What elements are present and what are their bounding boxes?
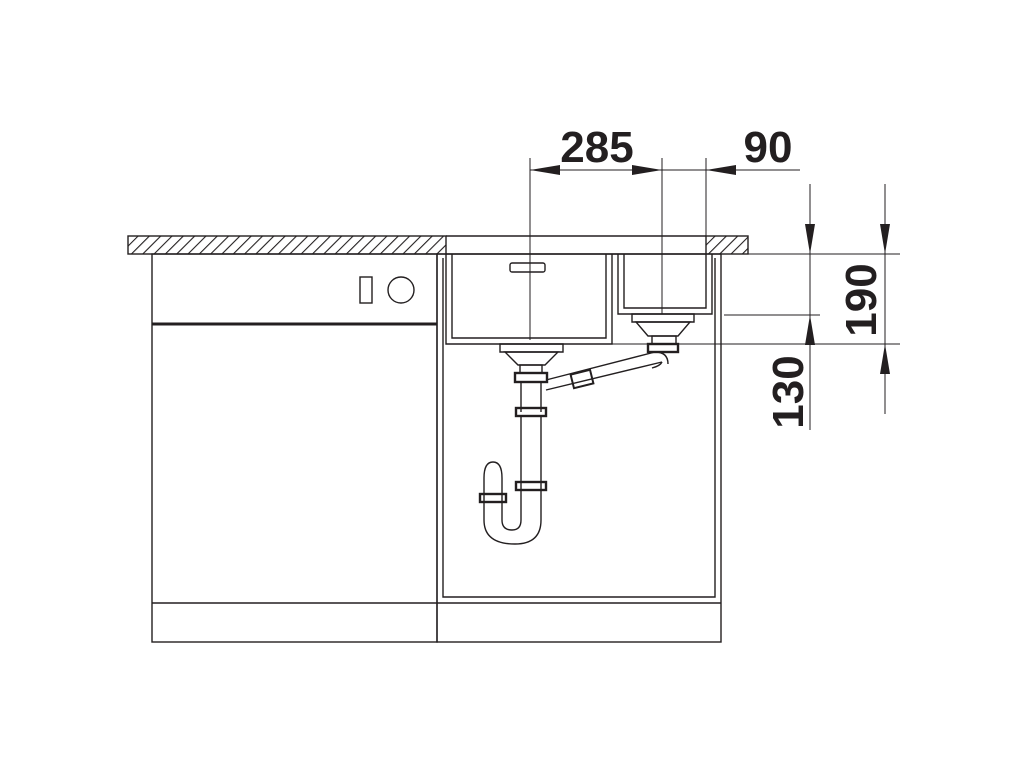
dimension-arrows	[530, 165, 890, 374]
dimension-label-285: 285	[560, 123, 633, 172]
overflow-slot	[509, 262, 546, 273]
appliance-cabinet	[151, 253, 438, 643]
control-knob	[387, 276, 415, 304]
sink-base-cabinet	[436, 253, 722, 643]
dimension-label-90: 90	[744, 123, 793, 172]
control-button	[359, 276, 373, 304]
dimension-label-190: 190	[837, 263, 886, 336]
main-sink-bowl	[445, 254, 613, 345]
main-drain-fitting	[499, 343, 564, 384]
connecting-pipe	[545, 351, 669, 391]
siphon-trap	[478, 382, 548, 545]
countertop	[127, 235, 749, 255]
dimension-label-130: 130	[764, 355, 813, 428]
small-sink-bowl	[617, 254, 713, 315]
small-drain-fitting	[631, 313, 695, 354]
